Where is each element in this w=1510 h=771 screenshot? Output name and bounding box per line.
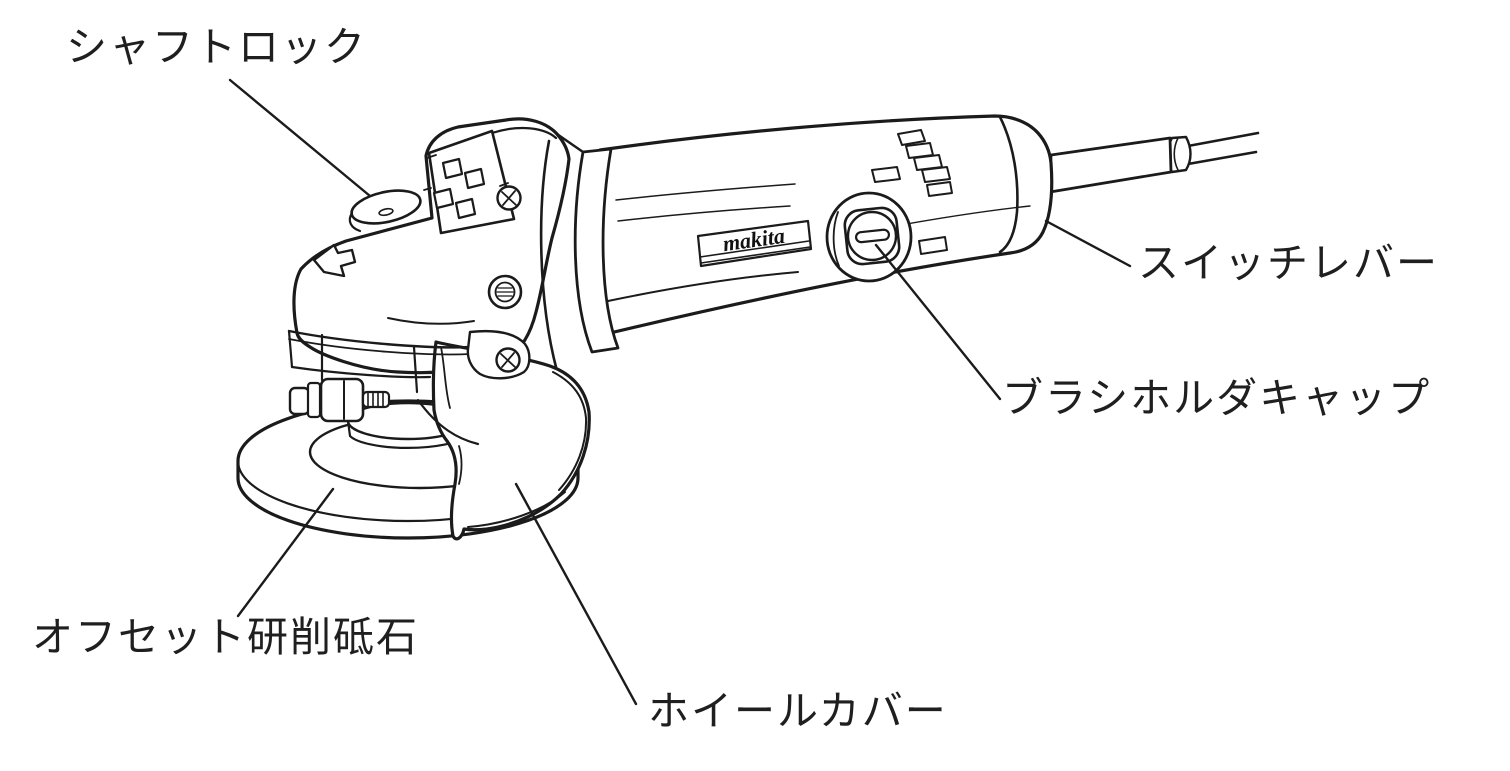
side-handle-hole [487, 274, 523, 310]
makita-label: makita [696, 219, 813, 268]
direction-arrow-mark [312, 243, 357, 278]
leader-wheel-cover [514, 482, 638, 706]
leader-offset-wheel [236, 487, 335, 618]
label-offset-grinding-wheel: オフセット研削砥石 [32, 614, 419, 660]
head-housing [292, 117, 571, 375]
strain-relief [1048, 136, 1173, 194]
flange-screw-bottom [495, 347, 521, 373]
label-wheel-cover: ホイールカバー [648, 688, 948, 734]
brush-holder-cap-part [825, 191, 913, 283]
housing-vents [871, 129, 953, 255]
leader-lines [228, 78, 1132, 706]
vent-panel [423, 129, 516, 235]
gear-housing [539, 139, 559, 373]
leader-switch-lever [1044, 219, 1132, 268]
label-shaft-lock: シャフトロック [66, 24, 367, 70]
leader-shaft-lock [228, 78, 372, 198]
flange-screw-top [496, 185, 522, 211]
rear-housing [998, 115, 1019, 254]
power-cord [1048, 131, 1260, 194]
label-brush-holder-cap: ブラシホルダキャップ [1002, 375, 1432, 421]
label-switch-lever: スイッチレバー [1138, 240, 1439, 286]
motor-housing: makita [595, 114, 1054, 335]
clamp-bolt [288, 333, 480, 446]
shaft-lock-button [348, 189, 422, 233]
leader-brush-holder-cap [874, 243, 1002, 401]
wheel-cover-part [431, 340, 591, 541]
